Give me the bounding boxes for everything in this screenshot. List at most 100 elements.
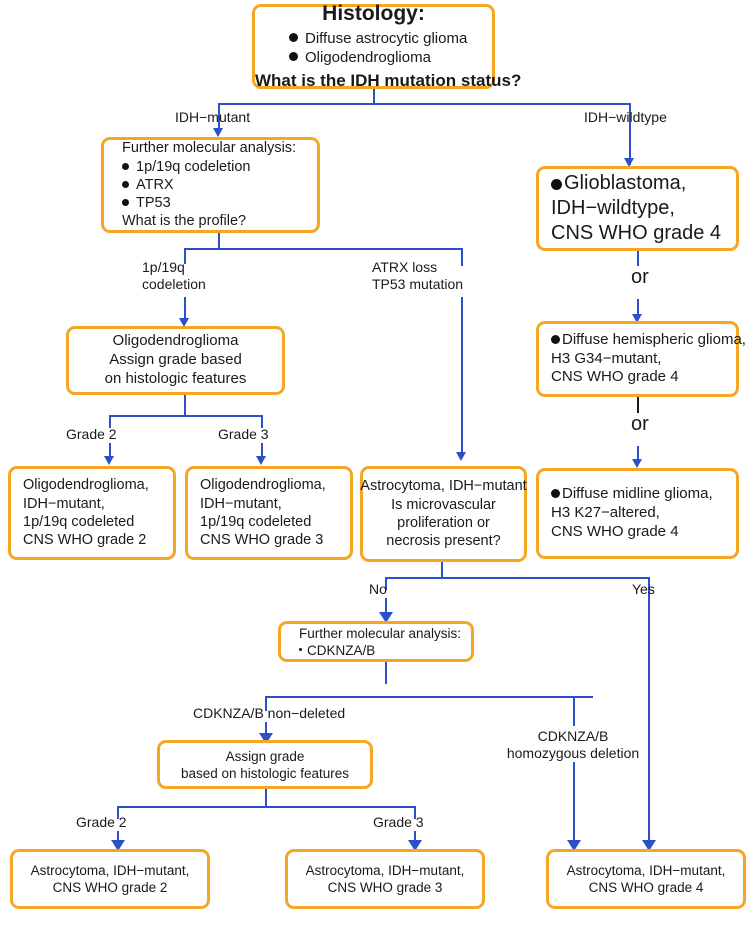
oligo-assign-line3: on histologic features: [104, 369, 247, 387]
histology-bullet-label: Diffuse astrocytic glioma: [305, 29, 468, 47]
node-assign-grade[interactable]: Assign grade based on histologic feature…: [157, 740, 373, 789]
edge-label-codeletion-line1: 1p/19q: [142, 259, 185, 275]
astro-grade4-line2: CNS WHO grade 4: [588, 880, 704, 895]
connector-atrx-down-a: [461, 248, 463, 266]
connector-idh-wildtype-down: [629, 103, 631, 165]
cdkn-analysis-title: Further molecular analysis:: [299, 625, 462, 641]
arrow-to-oligo-assign: [179, 318, 189, 327]
histology-question: What is the IDH mutation status?: [255, 71, 522, 91]
arrow-yes-to-astro-grade4: [642, 840, 656, 851]
connector-dhg-or-bottom: [637, 446, 639, 464]
further-molecular-bullet-2: TP53: [122, 194, 309, 212]
further-molecular-bullet-label: TP53: [136, 195, 171, 212]
connector-grade2-down-b: [109, 443, 111, 461]
astro-question-line4: necrosis present?: [386, 533, 501, 550]
connector-atrx-down-b: [461, 297, 463, 457]
arrow-to-glioblastoma: [624, 158, 634, 167]
glioblastoma-line3: CNS WHO grade 4: [551, 222, 722, 245]
astro-grade2-line1: Astrocytoma, IDH−mutant,: [30, 863, 190, 878]
connector-histology-stem: [373, 88, 375, 104]
node-oligodendroglioma-assign-grade[interactable]: Oligodendroglioma Assign grade based on …: [66, 326, 285, 395]
edge-label-no: No: [369, 581, 387, 597]
further-molecular-bullet-0: 1p/19q codeletion: [122, 158, 309, 176]
bullet-dot-icon: [551, 489, 560, 499]
arrow-to-astro-question: [456, 452, 466, 461]
edge-label-tp53-mutation: TP53 mutation: [372, 276, 464, 292]
astro-question-line2: Is microvascular: [391, 496, 496, 513]
node-further-molecular-analysis[interactable]: Further molecular analysis: 1p/19q codel…: [101, 137, 320, 233]
edge-label-grade3-top: Grade 3: [218, 426, 269, 442]
arrow-to-oligo-grade2: [104, 456, 114, 465]
connector-codeletion-down-b: [184, 297, 186, 323]
bullet-dot-icon: [551, 178, 562, 190]
connector-idh-mutant-down-a: [218, 103, 220, 118]
node-oligodendroglioma-grade2[interactable]: Oligodendroglioma, IDH−mutant, 1p/19q co…: [8, 466, 176, 560]
further-molecular-bullet-label: ATRX: [136, 176, 174, 193]
further-molecular-bullet-1: ATRX: [122, 176, 309, 194]
node-diffuse-hemispheric-glioma[interactable]: Diffuse hemispheric glioma, H3 G34−mutan…: [536, 321, 746, 397]
node-astrocytoma-question[interactable]: Astrocytoma, IDH−mutant Is microvascular…: [360, 466, 527, 562]
connector-yes-down: [648, 577, 650, 849]
node-astrocytoma-grade4[interactable]: Astrocytoma, IDH−mutant, CNS WHO grade 4: [546, 849, 746, 909]
arrow-to-cdkn-analysis: [379, 612, 393, 623]
connector-homdel-down-a: [573, 696, 575, 726]
oligo-grade2-line1: Oligodendroglioma,: [23, 477, 149, 494]
astro-grade2-line2: CNS WHO grade 2: [52, 880, 168, 895]
oligo-grade3-line4: CNS WHO grade 3: [200, 532, 324, 549]
node-diffuse-midline-glioma[interactable]: Diffuse midline glioma, H3 K27−altered, …: [536, 468, 739, 559]
arrow-homdel-to-astro-grade4: [567, 840, 581, 851]
node-histology[interactable]: Histology: Diffuse astrocytic glioma Oli…: [252, 2, 522, 91]
astro-grade4-line1: Astrocytoma, IDH−mutant,: [566, 863, 726, 878]
further-molecular-question: What is the profile?: [122, 213, 247, 230]
node-cdkn-analysis[interactable]: Further molecular analysis: CDKNZA/B: [278, 621, 474, 662]
astro-question-line3: proliferation or: [397, 515, 490, 531]
oligo-grade2-line4: CNS WHO grade 2: [23, 532, 147, 549]
middot-icon: [299, 647, 302, 651]
arrow-to-diffuse-hemispheric: [632, 314, 642, 323]
connector-grade3-down-b: [261, 443, 263, 461]
diffuse-midline-line3: CNS WHO grade 4: [551, 522, 679, 540]
bullet-dot-icon: [122, 162, 129, 170]
arrow-to-further-molecular: [213, 128, 223, 137]
connector-no-down-a: [385, 577, 387, 590]
connector-homdel-down-b: [573, 762, 575, 848]
connector-gbm-or-bottom: [637, 299, 639, 319]
bullet-dot-icon: [122, 199, 129, 207]
arrow-to-astro-grade2: [111, 840, 125, 851]
node-oligodendroglioma-grade3[interactable]: Oligodendroglioma, IDH−mutant, 1p/19q co…: [185, 466, 353, 560]
assign-grade-line1: Assign grade: [225, 748, 305, 764]
glioblastoma-line1: Glioblastoma,: [551, 171, 728, 196]
edge-label-grade2-top: Grade 2: [66, 426, 117, 442]
edge-label-idh-wildtype: IDH−wildtype: [584, 109, 667, 125]
diffuse-hemispheric-line1: Diffuse hemispheric glioma,: [551, 331, 746, 350]
edge-label-yes: Yes: [632, 581, 655, 597]
diffuse-hemispheric-line2: H3 G34−mutant,: [551, 349, 662, 367]
connector-cdkn-split: [265, 696, 593, 698]
node-glioblastoma[interactable]: Glioblastoma, IDH−wildtype, CNS WHO grad…: [536, 166, 739, 251]
connector-idh-split: [218, 103, 630, 105]
node-astrocytoma-grade2[interactable]: Astrocytoma, IDH−mutant, CNS WHO grade 2: [10, 849, 210, 909]
connector-bgrade2-down-a: [117, 806, 119, 819]
node-astrocytoma-grade3[interactable]: Astrocytoma, IDH−mutant, CNS WHO grade 3: [285, 849, 485, 909]
connector-gbm-or-top: [637, 251, 639, 269]
edge-label-codeletion-line2: codeletion: [142, 276, 206, 292]
oligo-grade2-line2: IDH−mutant,: [23, 495, 105, 512]
arrow-to-diffuse-midline: [632, 459, 642, 468]
connector-oligo-grade-split: [109, 415, 261, 417]
arrow-to-assign-grade: [259, 733, 273, 744]
histology-bullet-label: Oligodendroglioma: [305, 48, 431, 66]
bullet-dot-icon: [289, 51, 298, 61]
connector-assign-stem: [265, 789, 267, 807]
histology-title: Histology:: [322, 2, 425, 26]
connector-molecular-stem: [218, 233, 220, 249]
edge-label-cdkn-nondeleted: CDKNZA/B non−deleted: [193, 705, 346, 721]
connector-nondeleted-down-a: [265, 696, 267, 711]
astro-question-line1: Astrocytoma, IDH−mutant: [360, 478, 527, 495]
bullet-dot-icon: [122, 180, 129, 188]
arrow-to-astro-grade3: [408, 840, 422, 851]
edge-label-idh-mutant: IDH−mutant: [175, 109, 251, 125]
connector-dhg-or-top: [637, 397, 639, 416]
histology-bullet-0: Diffuse astrocytic glioma: [255, 30, 492, 49]
connector-bgrade3-down-a: [414, 806, 416, 819]
further-molecular-title: Further molecular analysis:: [122, 140, 297, 157]
